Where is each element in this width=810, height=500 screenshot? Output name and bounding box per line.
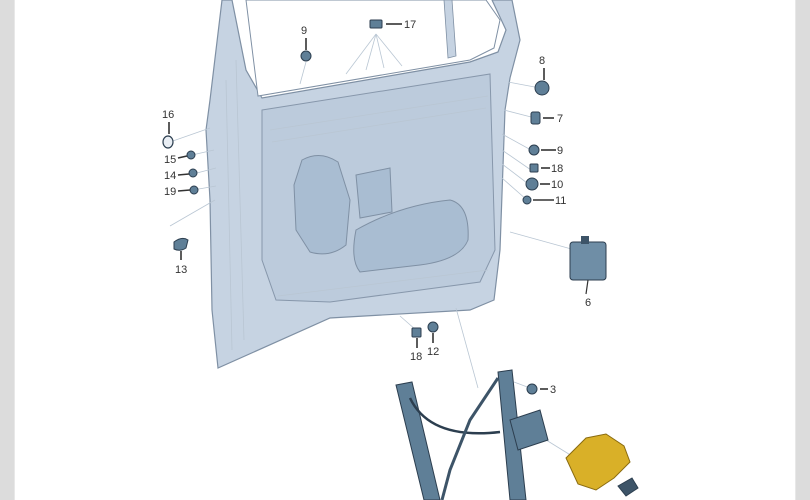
callout-label: 8	[539, 55, 545, 67]
callout-6: 6	[585, 297, 591, 309]
callout-label: 19	[164, 186, 176, 198]
callout-17: 17	[386, 19, 416, 31]
part-3	[526, 383, 538, 395]
right-margin-band	[795, 0, 810, 500]
callout-13: 13	[175, 251, 187, 276]
callout-label: 9	[301, 25, 307, 37]
callout-label: 7	[557, 113, 563, 125]
cutout-lower	[353, 199, 469, 273]
callout-label: 9	[557, 145, 563, 157]
callout-12: 12	[427, 333, 439, 358]
callout-label: 10	[551, 179, 563, 191]
callout-3: 3	[540, 384, 556, 396]
callout-19: 19	[164, 186, 191, 198]
part-8	[534, 80, 550, 96]
callout-15: 15	[164, 154, 188, 166]
part-7	[530, 111, 541, 125]
callout-14: 14	[164, 170, 190, 182]
callout-label: 18	[410, 351, 422, 363]
callout-9-right: 9	[541, 145, 563, 157]
callout-11: 11	[533, 195, 566, 207]
part-18-bottom	[411, 327, 422, 338]
callout-label: 3	[550, 384, 556, 396]
cutout-left	[293, 155, 351, 255]
part-17	[369, 19, 383, 29]
callout-18-right: 18	[541, 163, 563, 175]
part-14	[188, 168, 198, 178]
left-margin-band	[0, 0, 15, 500]
callouts: 9 17 8 7 9 18 10 11	[162, 19, 591, 396]
callout-9-top: 9	[301, 25, 307, 50]
callout-7: 7	[543, 113, 563, 125]
part-6-control-unit	[569, 236, 607, 295]
callout-label: 14	[164, 170, 176, 182]
callout-label: 12	[427, 346, 439, 358]
callout-label: 18	[551, 163, 563, 175]
callout-label: 16	[162, 109, 174, 121]
part-15	[186, 150, 196, 160]
callout-label: 6	[585, 297, 591, 309]
window-regulator	[395, 369, 549, 500]
part-13	[173, 237, 189, 251]
part-12	[427, 321, 439, 333]
part-11	[522, 195, 532, 205]
callout-label: 11	[555, 195, 566, 207]
callout-18-bottom: 18	[410, 338, 422, 363]
window-motor	[565, 433, 639, 497]
callout-8: 8	[539, 55, 545, 80]
callout-label: 15	[164, 154, 176, 166]
callout-label: 17	[404, 19, 416, 31]
callout-16: 16	[162, 109, 174, 134]
door-shell	[205, 0, 521, 369]
window-pillar	[443, 0, 457, 59]
part-9-top	[300, 50, 312, 62]
callout-10: 10	[540, 179, 563, 191]
part-10	[525, 177, 539, 191]
callout-label: 13	[175, 264, 187, 276]
part-19	[189, 185, 199, 195]
part-18-right	[529, 163, 539, 173]
part-16	[162, 135, 174, 149]
part-9-right	[528, 144, 540, 156]
window-opening	[245, 0, 501, 97]
cutout-center	[355, 167, 393, 219]
